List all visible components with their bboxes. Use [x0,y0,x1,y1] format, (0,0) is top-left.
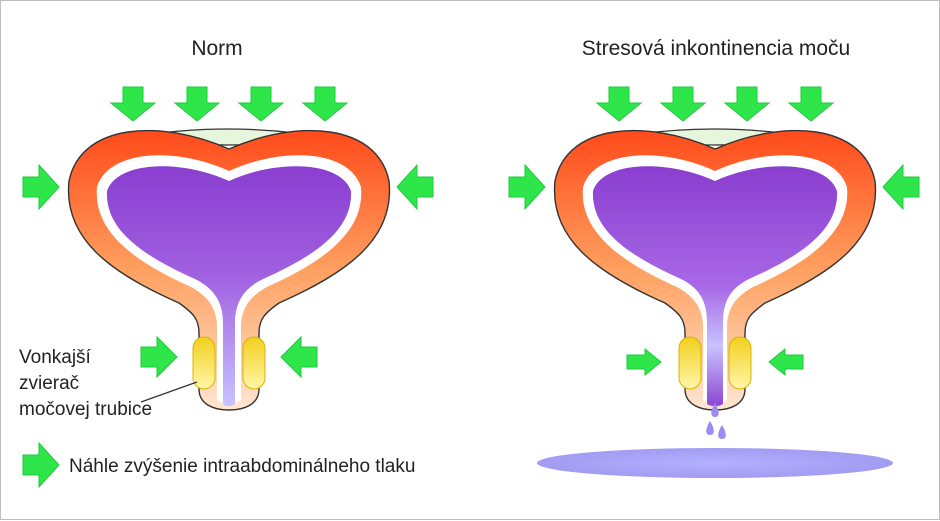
arrow-down-icon [237,86,285,122]
sphincter-left [678,336,702,390]
arrow-right-icon [22,163,60,211]
drop-icon [718,425,726,439]
arrow-right-icon [508,163,546,211]
arrow-right-icon [626,347,662,377]
bladder-stress [537,128,893,478]
legend-arrow-icon [22,441,60,489]
arrow-right-icon [140,335,178,379]
arrow-down-icon [109,86,157,122]
drop-icon [711,403,719,417]
urine-leaking [592,166,838,406]
drop-icon [706,421,714,435]
arrow-left-icon [768,347,804,377]
urine-puddle [537,448,893,478]
sphincter-right [242,336,266,390]
panel-title-normal: Norm [191,37,242,60]
arrow-down-icon [595,86,643,122]
panel-title-stress: Stresová inkontinencia moču [582,37,850,60]
legend: Náhle zvýšenie intraabdominálneho tlaku [22,441,415,489]
arrow-left-icon [280,335,318,379]
pressure-arrows-stress [508,86,920,377]
arrow-left-icon [396,163,434,211]
arrow-down-icon [787,86,835,122]
sphincter-label-line-3: močovej trubice [19,399,152,420]
bladder-normal [67,128,391,411]
pressure-arrows-normal [22,86,434,379]
arrow-down-icon [659,86,707,122]
sphincter-pointer-line [140,381,198,403]
arrow-down-icon [173,86,221,122]
urine-drops [706,403,726,439]
arrow-down-icon [723,86,771,122]
arrow-left-icon [882,163,920,211]
urine [106,166,352,406]
legend-text: Náhle zvýšenie intraabdominálneho tlaku [69,456,415,477]
sphincter-label-line-2: zvierač [19,373,79,394]
sphincter-left [192,336,216,390]
sphincter-right [728,336,752,390]
arrow-down-icon [301,86,349,122]
sphincter-label-line-1: Vonkajší [19,347,92,368]
